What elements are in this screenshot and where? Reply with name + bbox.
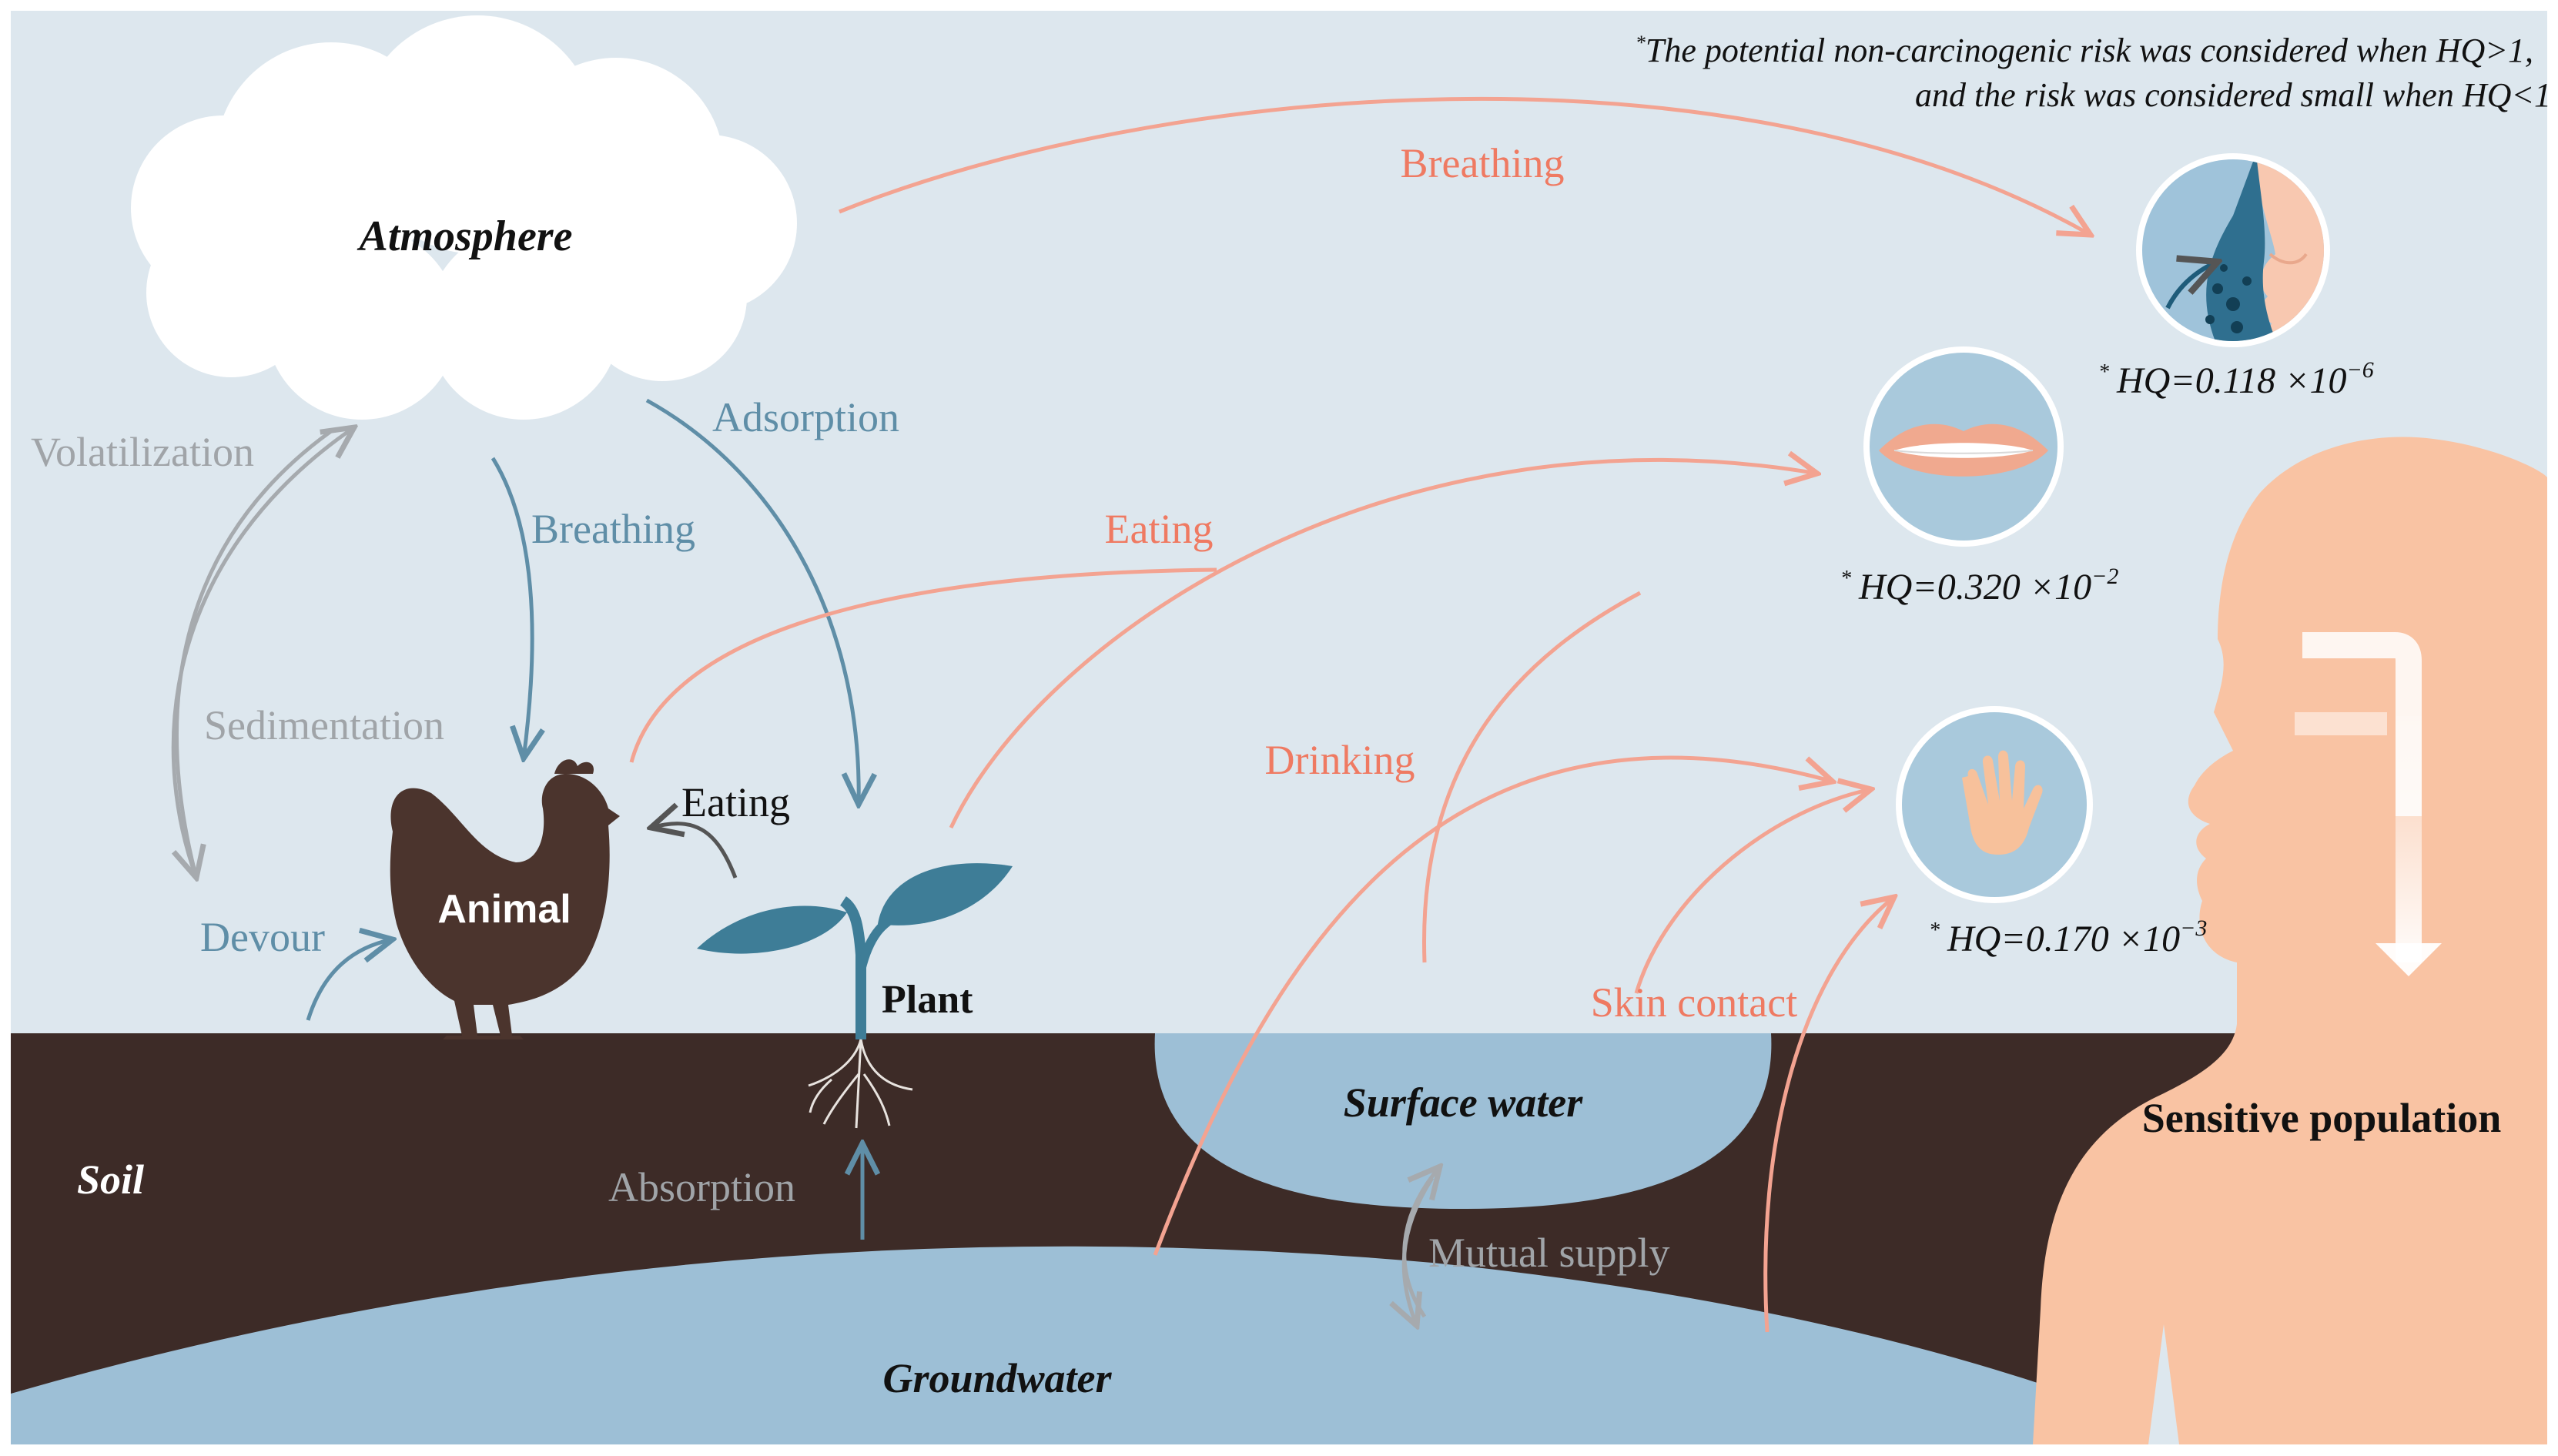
risk-note-line-2: and the risk was considered small when H… [1915,76,2551,114]
eating-from-plant-arrow [949,460,1817,829]
cloud-icon [131,15,797,420]
skin-contact-exposure-icon [1896,706,2093,903]
hq-breathing-value: *HQ=0.118 ×10−6 [2098,357,2374,401]
eating-from-animal-arrow [629,567,1217,763]
drinking-from-groundwater-arrow [1153,755,1833,1256]
breathing-exposure-icon [2136,153,2330,347]
animal-eating-label: Eating [681,779,790,825]
surface-water-label: Surface water [1344,1079,1583,1126]
chicken-icon [390,759,620,1039]
animal-breathing-label: Breathing [531,506,695,552]
animal-label: Animal [437,887,571,932]
human-breathing-label: Breathing [1401,140,1565,186]
plant-label: Plant [882,978,973,1022]
animal-breathing-arrow [491,457,532,758]
surface-water-body [1154,1033,1772,1209]
eating-exposure-icon [1863,346,2064,547]
inhalation-down-arrow [2295,632,2442,976]
mutual-supply-arrow-down [1404,1177,1435,1326]
atmosphere-label: Atmosphere [357,213,573,260]
drinking-label: Drinking [1265,737,1415,783]
silhouette-arm-gap [2148,1324,2179,1444]
hq-eating-value: *HQ=0.320 ×10−2 [1840,564,2118,608]
mutual-supply-label: Mutual supply [1428,1230,1670,1276]
plant-icon [697,863,1013,1129]
absorption-label: Absorption [608,1164,795,1210]
skin-contact-label: Skin contact [1591,979,1797,1026]
devour-arrow [306,939,393,1021]
soil-label: Soil [77,1156,144,1203]
sedimentation-arrow [177,429,333,878]
volatilization-label: Volatilization [31,429,254,475]
human-breathing-arrow [839,96,2091,235]
sedimentation-label: Sedimentation [204,702,444,748]
plant-adsorption-arrow [645,398,859,805]
groundwater-body [11,1246,2202,1444]
devour-label: Devour [200,914,325,960]
skin-contact-surface-arrow [1634,789,1871,994]
adsorption-label: Adsorption [712,394,899,440]
hq-skin-value: *HQ=0.170 ×10−3 [1929,915,2207,959]
animal-eating-arrow [651,824,738,879]
human-eating-label: Eating [1105,506,1214,552]
sensitive-population-label: Sensitive population [2142,1095,2502,1141]
groundwater-label: Groundwater [882,1355,1112,1401]
risk-note-line-1: *The potential non-carcinogenic risk was… [1636,32,2533,69]
drinking-from-surface-water-arrow [1422,591,1642,963]
skin-contact-groundwater-arrow [1763,897,1894,1333]
